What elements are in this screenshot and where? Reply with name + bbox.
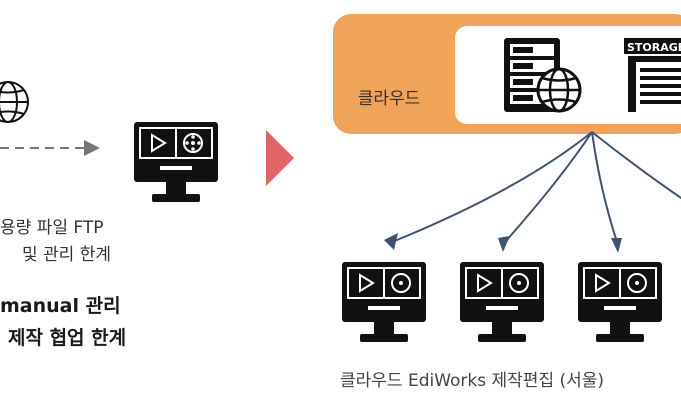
left-line-2: 및 관리 한계 [22, 245, 112, 265]
bottom-caption: 클라우드 EdiWorks 제작편집 (서울) [340, 371, 605, 391]
storage-label: STORAGE [627, 41, 681, 54]
left-bold-1: manual 관리 [0, 295, 121, 317]
cloud-label: 클라우드 [357, 89, 421, 109]
monitor-icon-left [134, 122, 218, 202]
globe-icon [0, 81, 29, 123]
flow-arrow-triangle [266, 130, 294, 186]
distribution-arrows [391, 131, 681, 243]
monitor-icon-1 [342, 262, 426, 342]
server-icon [504, 38, 582, 113]
monitor-icon-2 [460, 262, 544, 342]
storage-icon [624, 38, 681, 112]
monitor-icon-3 [578, 262, 662, 342]
left-line-1: 용량 파일 FTP [0, 218, 104, 238]
dashed-arrow [0, 140, 100, 156]
left-bold-2: 제작 협업 한계 [8, 327, 127, 349]
arrowheads [384, 233, 622, 253]
